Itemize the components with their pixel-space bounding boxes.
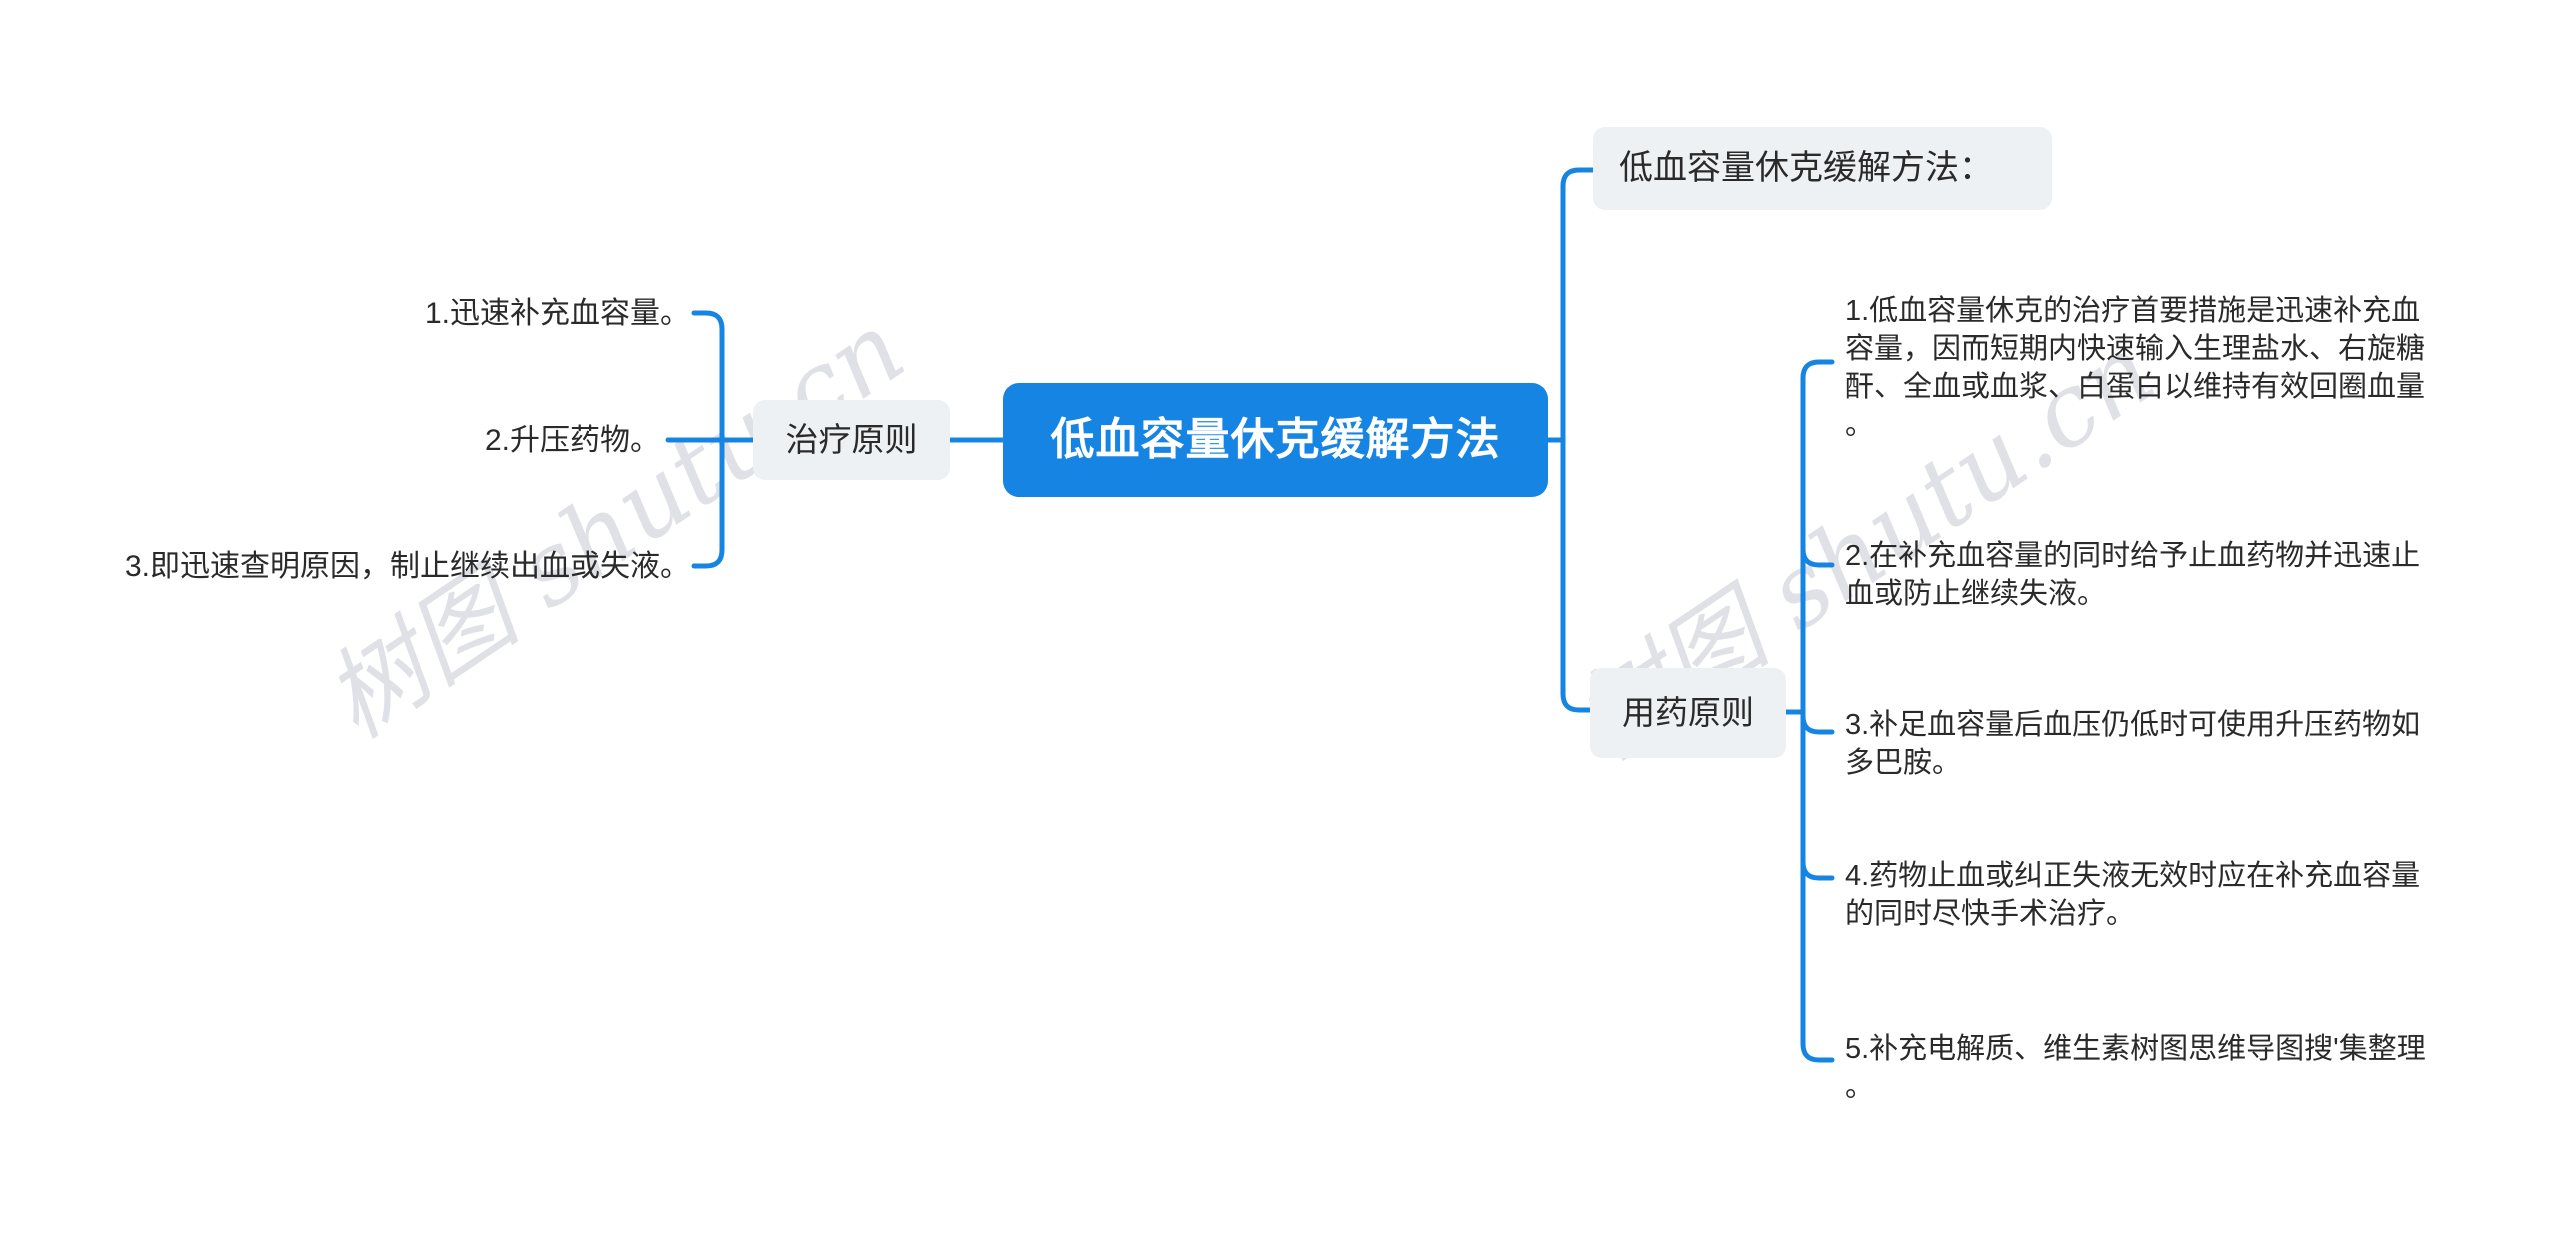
- medication-principles-node[interactable]: 用药原则: [1590, 668, 1786, 758]
- right-item4-connector: [1800, 859, 1835, 881]
- right-branch-bracket: [1800, 359, 1835, 1063]
- right-trunk: [1545, 167, 1596, 713]
- treatment-item-1[interactable]: 1.迅速补充血容量。: [424, 297, 690, 330]
- root-topic-node[interactable]: 低血容量休克缓解方法: [1003, 383, 1548, 497]
- medication-item-2[interactable]: 2.在补充血容量的同时给予止血药物并迅速止血或防止继续失液。: [1845, 540, 2421, 610]
- medication-item-4[interactable]: 4.药物止血或纠正失液无效时应在补充血容量的同时尽快手术治疗。: [1845, 860, 2421, 930]
- medication-item-1[interactable]: 1.低血容量休克的治疗首要措施是迅速补充血容量，因而短期内快速输入生理盐水、右旋…: [1845, 295, 2426, 441]
- medication-item-3[interactable]: 3.补足血容量后血压仍低时可使用升压药物如多巴胺。: [1845, 709, 2421, 779]
- floating-title-node[interactable]: 低血容量休克缓解方法：: [1593, 127, 2052, 210]
- right-item2-connector: [1800, 546, 1835, 568]
- medication-item-5[interactable]: 5.补充电解质、维生素树图思维导图搜'集整理。: [1845, 1033, 2426, 1103]
- treatment-principles-node[interactable]: 治疗原则: [753, 400, 950, 480]
- treatment-item-3[interactable]: 3.即迅速查明原因，制止继续出血或失液。: [124, 550, 690, 583]
- right-item3-connector: [1800, 713, 1835, 735]
- treatment-item-2[interactable]: 2.升压药物。: [484, 424, 660, 457]
